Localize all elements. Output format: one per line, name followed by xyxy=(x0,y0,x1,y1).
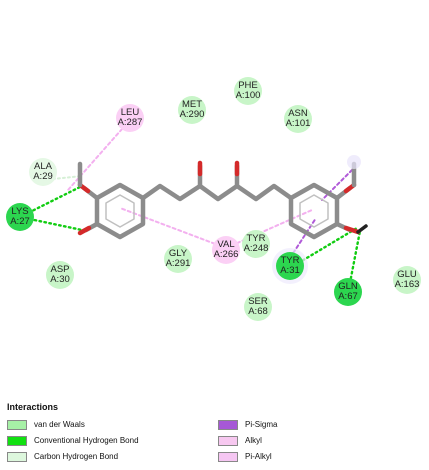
legend-swatch xyxy=(7,435,27,446)
legend-swatch xyxy=(218,435,238,446)
residue-disc xyxy=(276,252,304,280)
residue-asp30: ASP A:30 xyxy=(46,261,74,289)
alkyl-line-val266-a xyxy=(119,207,227,249)
legend-swatch xyxy=(7,451,27,462)
left-hydroxyl-oxygen xyxy=(77,225,92,236)
residue-id: A:266 xyxy=(214,249,239,260)
residue-name: LYS xyxy=(11,206,28,217)
right-ring-inner xyxy=(299,194,329,228)
residue-id: A:27 xyxy=(10,216,30,227)
ligand-molecule xyxy=(77,155,368,240)
residue-id: A:67 xyxy=(338,291,358,302)
legend-label: Alkyl xyxy=(245,436,262,445)
hbond-line-tyr31 xyxy=(288,226,359,270)
pi-sigma-line-a xyxy=(321,169,353,201)
residue-disc xyxy=(234,77,262,105)
alkyl-line-leu287 xyxy=(67,119,131,191)
residue-met290: MET A:290 xyxy=(178,96,206,124)
residue-asn101: ASN A:101 xyxy=(284,105,312,133)
legend-label: Pi-Sigma xyxy=(245,420,278,429)
right-hydroxyl-h xyxy=(356,224,368,234)
alkyl-line-val266-b xyxy=(225,209,313,249)
residue-name: PHE xyxy=(238,80,258,91)
legend-title: Interactions xyxy=(7,402,59,412)
legend-label: Carbon Hydrogen Bond xyxy=(34,452,119,461)
interaction-diagram: LEU A:287 MET A:290 PHE A:100 ASN A:101 … xyxy=(6,77,421,321)
interactions-legend: Interactions van der Waals Conventional … xyxy=(0,398,429,470)
residue-id: A:68 xyxy=(248,306,268,317)
residue-id: A:30 xyxy=(50,274,70,285)
residue-name: GLY xyxy=(169,248,188,259)
residue-gly291: GLY A:291 xyxy=(164,245,192,273)
legend-label: Pi-Alkyl xyxy=(245,452,272,461)
residue-id: A:29 xyxy=(33,171,53,182)
residue-glu163: GLU A:163 xyxy=(393,266,421,294)
residue-tyr31: TYR A:31 xyxy=(272,248,308,284)
residue-disc xyxy=(29,158,57,186)
residue-ala29: ALA A:29 xyxy=(29,158,57,186)
left-aromatic-ring xyxy=(94,182,146,240)
residue-name: LEU xyxy=(121,107,140,118)
right-methyl-halo xyxy=(347,155,361,169)
residue-id: A:290 xyxy=(180,109,205,120)
residue-disc xyxy=(164,245,192,273)
residue-name: VAL xyxy=(217,239,234,250)
residue-id: A:31 xyxy=(280,265,300,276)
residue-gln67: GLN A:67 xyxy=(334,278,362,306)
residue-name: MET xyxy=(182,99,202,110)
residue-name: SER xyxy=(248,296,268,307)
legend-swatch xyxy=(218,451,238,462)
legend-label: van der Waals xyxy=(34,420,85,429)
residue-disc xyxy=(244,293,272,321)
legend-item-alkyl: Alkyl xyxy=(218,434,262,447)
legend-label: Conventional Hydrogen Bond xyxy=(34,436,139,445)
residue-disc xyxy=(242,230,270,258)
linker-chain xyxy=(140,183,294,202)
right-hydroxyl-oxygen xyxy=(343,225,361,235)
residue-id: A:101 xyxy=(286,118,311,129)
residue-disc xyxy=(6,203,34,231)
legend-swatch xyxy=(7,419,27,430)
residue-val266: VAL A:266 xyxy=(212,236,240,264)
left-ring-inner xyxy=(105,194,135,228)
legend-item-pi-alkyl: Pi-Alkyl xyxy=(218,450,272,463)
residue-name: TYR xyxy=(247,233,266,244)
residue-id: A:291 xyxy=(166,258,191,269)
residue-leu287: LEU A:287 xyxy=(116,104,144,132)
legend-item-conventional-hydrogen-bond: Conventional Hydrogen Bond xyxy=(7,434,139,447)
residue-disc xyxy=(334,278,362,306)
residue-id: A:163 xyxy=(395,279,420,290)
residue-tyr248: TYR A:248 xyxy=(242,230,270,258)
residue-disc xyxy=(178,96,206,124)
residue-lys27: LYS A:27 xyxy=(6,203,34,231)
residue-name: TYR xyxy=(281,255,300,266)
legend-swatch xyxy=(218,419,238,430)
residue-disc xyxy=(284,105,312,133)
right-aromatic-ring xyxy=(288,182,340,240)
legend-item-van-der-waals: van der Waals xyxy=(7,418,85,431)
residue-disc xyxy=(46,261,74,289)
residue-name: ASP xyxy=(50,264,69,275)
residue-phe100: PHE A:100 xyxy=(234,77,262,105)
residue-id: A:248 xyxy=(244,243,269,254)
residue-discs: LEU A:287 MET A:290 PHE A:100 ASN A:101 … xyxy=(6,77,421,321)
residue-name: ALA xyxy=(34,161,53,172)
legend-item-pi-sigma: Pi-Sigma xyxy=(218,418,277,431)
residue-name: GLU xyxy=(397,269,417,280)
residue-id: A:287 xyxy=(118,117,143,128)
residue-ser68: SER A:68 xyxy=(244,293,272,321)
residue-name: ASN xyxy=(288,108,308,119)
residue-id: A:100 xyxy=(236,90,261,101)
residue-name: GLN xyxy=(338,281,358,292)
legend-item-carbon-hydrogen-bond: Carbon Hydrogen Bond xyxy=(7,450,118,463)
residue-disc xyxy=(212,236,240,264)
residue-disc xyxy=(116,104,144,132)
residue-disc xyxy=(393,266,421,294)
